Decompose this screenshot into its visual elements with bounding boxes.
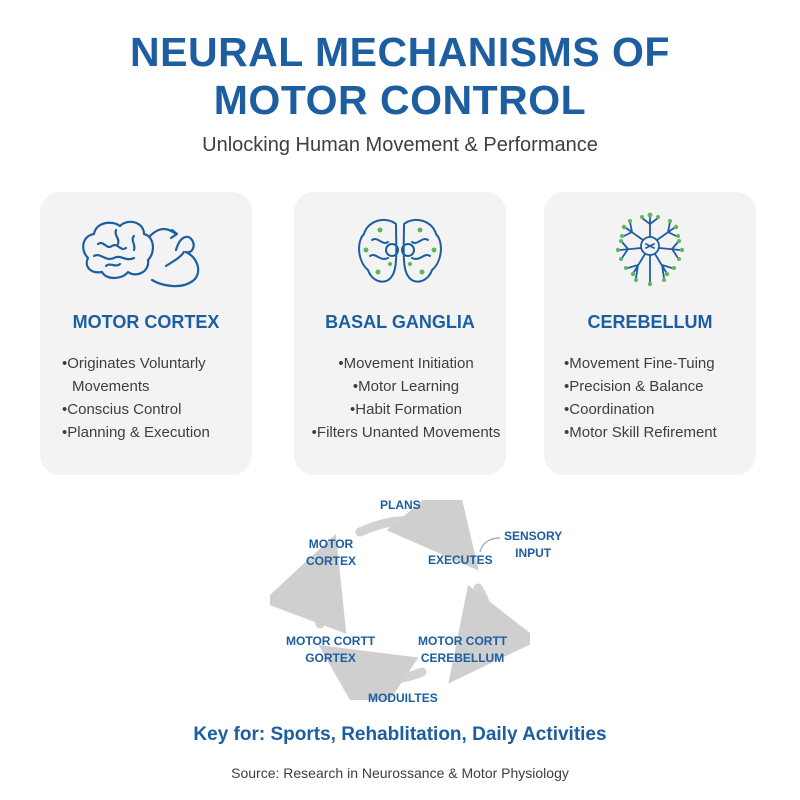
- card-basal-ganglia: BASAL GANGLIA Movement Initiation Motor …: [294, 192, 506, 475]
- card-feature-list: Movement Fine-Tuing Precision & Balance …: [544, 352, 756, 444]
- label-line: INPUT: [515, 546, 552, 560]
- label-line: SENSORY: [504, 529, 563, 543]
- key-applications: Key for: Sports, Rehablitation, Daily Ac…: [193, 724, 607, 745]
- list-item: Habit Formation: [306, 398, 506, 421]
- card-cerebellum: CEREBELLUM Movement Fine-Tuing Precision…: [544, 192, 756, 475]
- basal-ganglia-icon: [294, 206, 506, 296]
- label-line: MOTOR CORTT: [286, 634, 376, 648]
- list-item: Movements: [72, 378, 150, 395]
- title-line-1: NEURAL MECHANISMS OF: [130, 29, 670, 75]
- source-citation: Source: Research in Neurossance & Motor …: [231, 765, 569, 781]
- cerebellum-neuron-icon: [544, 206, 756, 296]
- label-motor-cortex-gortex: MOTOR CORTT GORTEX: [286, 633, 375, 667]
- label-line: CEREBELLUM: [420, 651, 505, 665]
- label-sensory-input: SENSORY INPUT: [504, 528, 562, 562]
- arrow-bottom: [318, 645, 427, 700]
- label-line: MOTOR CORTT: [418, 634, 508, 648]
- list-item: Motor Learning: [306, 375, 506, 398]
- list-item: Motor Skill Refirement: [564, 421, 756, 444]
- card-title: BASAL GANGLIA: [325, 312, 475, 332]
- arrow-top: [355, 500, 479, 571]
- list-item: Coordination: [564, 398, 756, 421]
- list-item: Conscius Control: [62, 398, 252, 421]
- page-subtitle: Unlocking Human Movement & Performance: [202, 134, 598, 156]
- label-executes: EXECUTES: [428, 553, 493, 567]
- list-item: Originates Voluntarly: [62, 352, 252, 375]
- list-item: Planning & Execution: [62, 421, 252, 444]
- list-item: Precision & Balance: [564, 375, 756, 398]
- arrow-left: [270, 533, 347, 634]
- list-item: Movement Fine-Tuing: [564, 352, 756, 375]
- label-line: GORTEX: [305, 651, 356, 665]
- card-title: CEREBELLUM: [587, 312, 713, 332]
- cycle-arrows: [270, 500, 530, 700]
- card-feature-list: Originates Voluntarly Movements Conscius…: [40, 352, 252, 444]
- title-line-2: MOTOR CONTROL: [213, 77, 587, 123]
- label-line: CORTEX: [306, 554, 357, 568]
- card-title: MOTOR CORTEX: [72, 312, 220, 332]
- label-plans: PLANS: [380, 498, 421, 512]
- list-item: Filters Unanted Movements: [306, 421, 506, 444]
- label-motor-cortex: MOTOR CORTEX: [306, 536, 356, 570]
- card-motor-cortex: MOTOR CORTEX Originates Voluntarly Movem…: [40, 192, 252, 475]
- label-line: MOTOR: [308, 537, 354, 551]
- arrow-right: [448, 583, 530, 684]
- label-motor-cerebellum: MOTOR CORTT CEREBELLUM: [418, 633, 507, 667]
- list-item: Movement Initiation: [306, 352, 506, 375]
- brain-muscle-icon: [40, 206, 252, 296]
- page-title: NEURAL MECHANISMS OF MOTOR CONTROL: [0, 28, 800, 124]
- card-feature-list: Movement Initiation Motor Learning Habit…: [294, 352, 506, 444]
- sensory-pointer: [479, 537, 501, 553]
- label-modulates: MODUILTES: [368, 691, 438, 705]
